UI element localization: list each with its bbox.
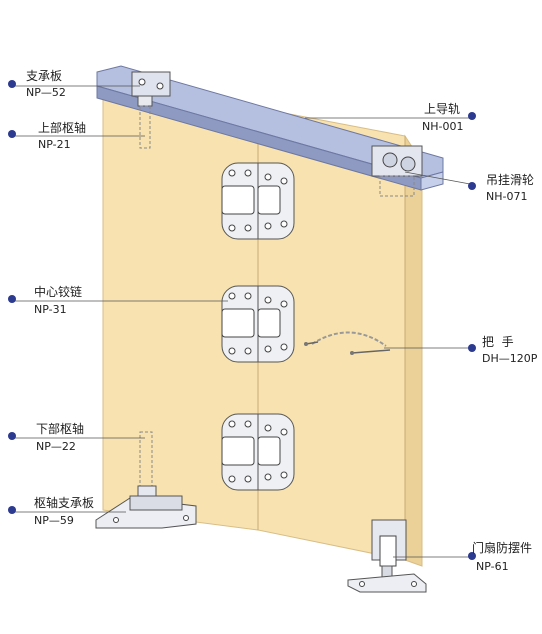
leader-lines	[14, 85, 471, 558]
label-lower-pivot-code: NP—22	[36, 440, 76, 453]
label-pivot-support-plate-name: 枢轴支承板	[34, 495, 94, 510]
label-upper-pivot-code: NP-21	[38, 138, 71, 151]
marker-dot	[8, 130, 16, 138]
anti-sway-device	[347, 519, 427, 593]
label-hanging-roller-name: 吊挂滑轮	[486, 173, 534, 187]
label-markers	[8, 80, 476, 560]
part-labels: 支承板 NP—52 上部枢轴 NP-21 中心铰链 NP-31 下部枢轴 NP—…	[26, 69, 538, 573]
label-center-hinge-name: 中心铰链	[34, 284, 82, 299]
marker-dot	[468, 552, 476, 560]
marker-dot	[468, 112, 476, 120]
marker-dot	[8, 432, 16, 440]
marker-dot	[8, 295, 16, 303]
pivot-support-plate	[95, 495, 197, 529]
label-hanging-roller-code: NH-071	[486, 190, 527, 203]
label-anti-sway-code: NP-61	[476, 560, 509, 573]
label-support-plate-code: NP—52	[26, 86, 66, 99]
support-plate-top	[131, 71, 171, 97]
upper-pivot	[137, 95, 153, 149]
center-hinge-3	[221, 413, 295, 491]
label-pivot-support-plate-code: NP—59	[34, 514, 74, 527]
marker-dot	[468, 344, 476, 352]
label-handle-name: 把 手	[482, 335, 514, 349]
door-handle	[304, 331, 391, 355]
marker-dot	[8, 80, 16, 88]
label-lower-pivot-name: 下部枢轴	[36, 421, 84, 436]
door-edge	[404, 134, 423, 567]
marker-dot	[8, 506, 16, 514]
hanging-roller	[371, 145, 423, 197]
top-rail	[96, 65, 444, 191]
label-center-hinge-code: NP-31	[34, 303, 67, 316]
label-support-plate-name: 支承板	[26, 69, 62, 83]
label-top-rail-code: NH-001	[422, 120, 463, 133]
label-upper-pivot-name: 上部枢轴	[38, 120, 86, 135]
marker-dot	[468, 182, 476, 190]
label-handle-code: DH—120P	[482, 352, 538, 365]
label-anti-sway-name: 门扇防摆件	[472, 540, 532, 555]
folding-door	[102, 94, 423, 567]
label-top-rail-name: 上导轨	[424, 102, 460, 116]
center-hinge-1	[221, 162, 295, 240]
center-hinge-2	[221, 285, 295, 363]
